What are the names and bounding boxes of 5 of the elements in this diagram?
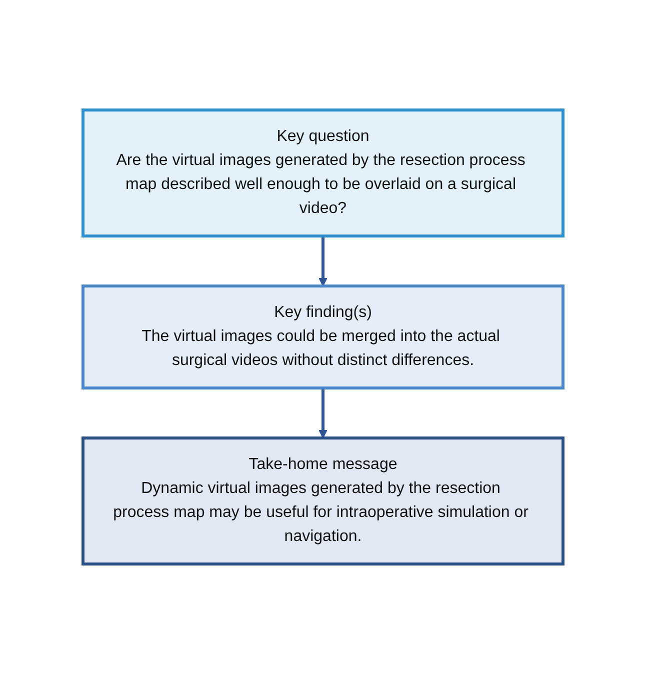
arrow <box>318 236 327 286</box>
node-box: Key finding(s) The virtual images could be merged into the actual surgical videos without distinct differences. <box>81 284 564 390</box>
arrow <box>318 388 327 438</box>
node-box: Take-home message Dynamic virtual images generated by the resection process map may be useful for intraoperative simulation or navigation. <box>81 436 564 566</box>
node-box: Key question Are the virtual images generated by the resection process map described well enough to be overlaid on a surgical video? <box>81 108 564 238</box>
